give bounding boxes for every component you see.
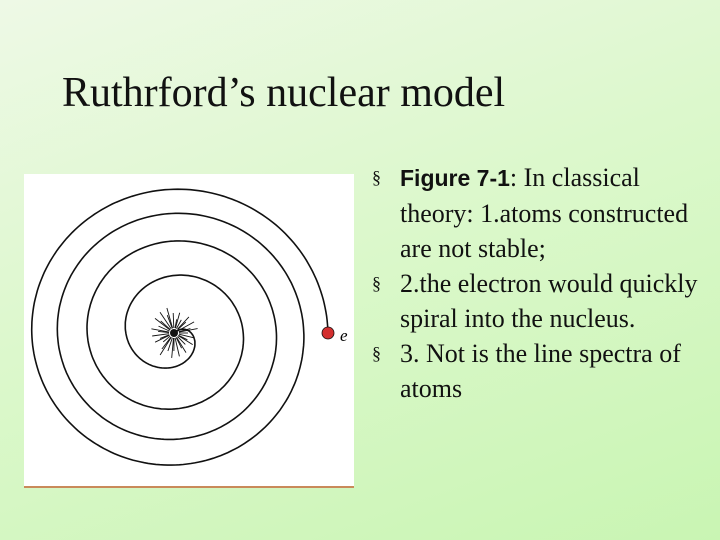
bullet-marker: § xyxy=(372,160,381,195)
slide-title: Ruthrford’s nuclear model xyxy=(62,70,505,116)
electron xyxy=(322,327,334,339)
bullet-marker: § xyxy=(372,266,381,301)
bullet-item-2: § 2.the electron would quickly spiral int… xyxy=(372,266,702,336)
nucleus xyxy=(170,329,178,337)
bullet-item-3: § 3. Not is the line spectra of atoms xyxy=(372,336,702,406)
electron-label: e xyxy=(340,326,348,345)
atom-spiral-figure: e xyxy=(24,174,354,488)
bullet-list: §Figure 7-1: In classical theory: 1.atom… xyxy=(372,160,702,406)
bullet-text: 3. Not is the line spectra of atoms xyxy=(400,339,681,403)
bullet-marker: § xyxy=(372,336,381,371)
spiral-diagram: e xyxy=(24,174,354,486)
bullet-text: 2.the electron would quickly spiral into… xyxy=(400,269,697,333)
bullet-item-1: §Figure 7-1: In classical theory: 1.atom… xyxy=(372,160,702,266)
figure-reference: Figure 7-1 xyxy=(400,165,510,191)
